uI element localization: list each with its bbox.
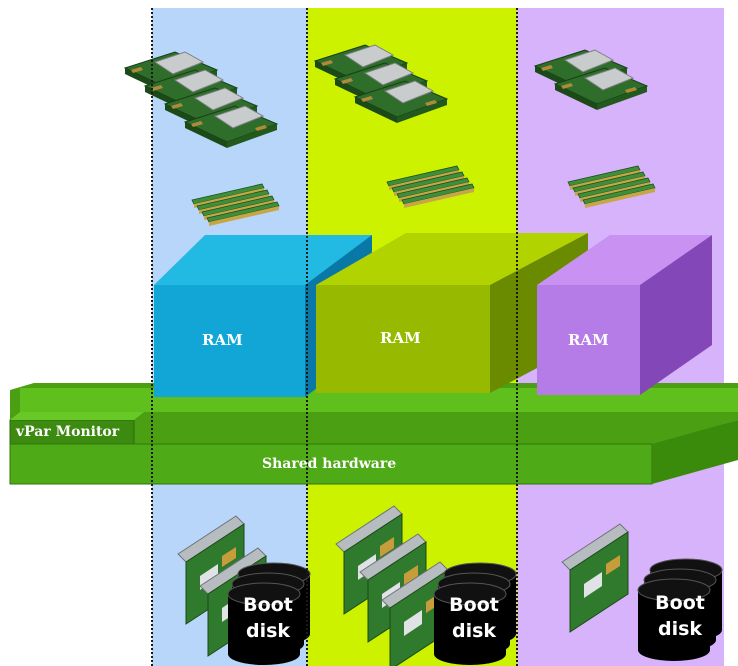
boot-disk-label-line: Boot (243, 594, 293, 616)
partition-divider (306, 8, 308, 666)
shared-hardware-label: Shared hardware (262, 456, 397, 472)
ram-label: RAM (380, 329, 421, 347)
memory-modules-icon (386, 165, 475, 209)
boot-disk-label: Boot disk (232, 592, 304, 644)
partition-divider (516, 8, 518, 666)
ram-block-3 (537, 235, 712, 395)
boot-disk-label-line: disk (451, 620, 497, 642)
cpu-icon (534, 49, 648, 111)
cpu-icon (124, 51, 278, 149)
ram-label: RAM (202, 331, 243, 349)
io-layer (177, 505, 723, 666)
memory-modules-icon (567, 165, 656, 209)
io-card-icon (335, 505, 449, 666)
cpu-layer (124, 44, 656, 227)
cpu-icon (314, 44, 448, 124)
boot-disk-label-line: Boot (655, 592, 705, 614)
partition-divider (151, 8, 153, 666)
memory-modules-icon (191, 183, 280, 227)
boot-disk-label-line: disk (245, 620, 291, 642)
ram-label: RAM (568, 331, 609, 349)
boot-disk-label: Boot disk (644, 590, 716, 642)
boot-disk-label: Boot disk (438, 592, 510, 644)
boot-disk-label-line: Boot (449, 594, 499, 616)
boot-disk-label-line: disk (657, 618, 703, 640)
vpar-monitor-label: vPar Monitor (16, 424, 120, 440)
io-card-icon (561, 523, 629, 633)
ram-layer (154, 233, 712, 397)
